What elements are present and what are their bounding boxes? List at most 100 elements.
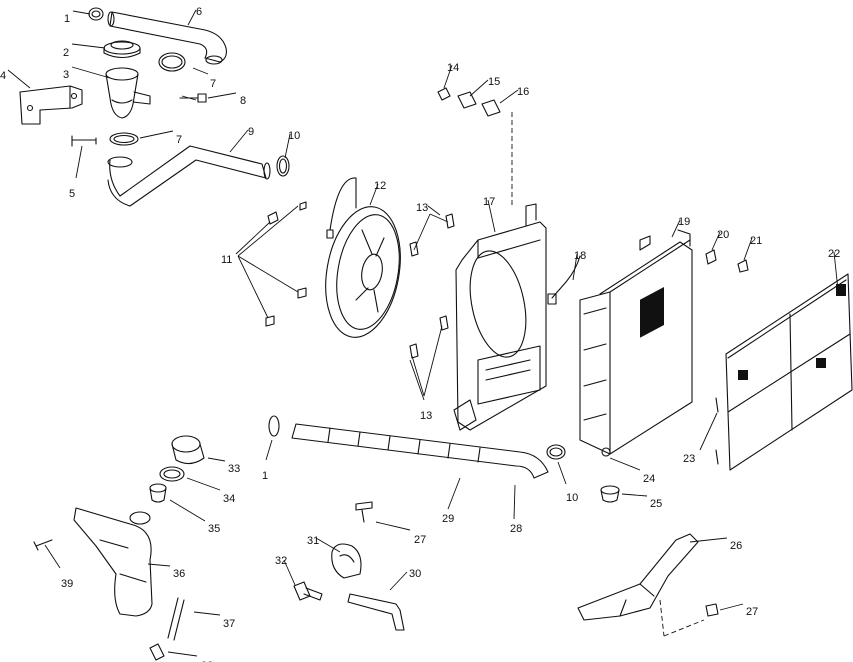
callout-number: 17 xyxy=(483,196,495,208)
reservoir-cap-33 xyxy=(171,435,205,465)
fan-nuts-13 xyxy=(409,213,455,397)
cooling-fan-12 xyxy=(325,177,401,338)
callout-leader-4 xyxy=(7,69,31,89)
callout-leader-24 xyxy=(699,412,718,451)
callout-leader-28 xyxy=(609,457,641,471)
callout-number: 36 xyxy=(173,568,185,580)
callout-leader-32 xyxy=(621,493,648,497)
hose-clamp-10-lower xyxy=(546,444,566,460)
screen-clips-23 xyxy=(715,397,719,465)
callout-leader-21 xyxy=(572,253,578,281)
callout-number: 1 xyxy=(64,13,70,25)
screw-27-right xyxy=(663,603,719,637)
callout-leader-19 xyxy=(743,237,753,261)
fan-shroud-17 xyxy=(453,203,547,431)
mounting-bracket-4 xyxy=(19,85,83,125)
hose-clamp-10-upper xyxy=(276,155,290,177)
support-bracket-26 xyxy=(577,533,699,637)
screw-39 xyxy=(33,539,53,551)
tube-clamp-38 xyxy=(149,643,165,661)
grommet-25 xyxy=(600,485,620,503)
callout-leader-8 xyxy=(229,129,249,153)
screw-5 xyxy=(71,135,97,147)
callout-leader-13 xyxy=(499,89,519,104)
callout-leader-23 xyxy=(409,359,425,401)
callout-leader-36 xyxy=(689,537,728,543)
callout-leader-11 xyxy=(443,64,453,89)
callout-number: 16 xyxy=(517,86,529,98)
callout-number: 2 xyxy=(63,47,69,59)
lower-radiator-hose-29 xyxy=(291,423,549,479)
callout-leader-22 xyxy=(235,221,271,255)
callout-number: 20 xyxy=(717,229,729,241)
callout-number: 32 xyxy=(275,555,287,567)
callout-number: 7 xyxy=(176,134,182,146)
screw-27-center xyxy=(355,501,373,523)
callout-number: 10 xyxy=(288,130,300,142)
callout-leader-39 xyxy=(389,571,408,591)
callout-number: 15 xyxy=(488,76,500,88)
callout-leader-3 xyxy=(192,67,209,75)
hose-clamp-1-lower xyxy=(268,415,280,437)
callout-number: 30 xyxy=(409,568,421,580)
callout-number: 6 xyxy=(196,6,202,18)
switch-assembly-14-16 xyxy=(437,87,513,205)
hose-clamp-7-upper xyxy=(158,52,186,72)
callout-number: 31 xyxy=(307,535,319,547)
callout-number: 21 xyxy=(750,235,762,247)
callout-leader-6 xyxy=(207,92,237,99)
screw-8 xyxy=(179,93,207,103)
radiator-cap xyxy=(103,40,141,59)
callout-number: 13 xyxy=(420,410,432,422)
callout-leader-33 xyxy=(169,499,206,522)
callout-leader-29 xyxy=(186,477,221,491)
radiator-fasteners-20-21 xyxy=(705,249,749,273)
callout-leader-7 xyxy=(139,130,174,139)
callout-leader-31 xyxy=(513,484,516,520)
callout-leader-43 xyxy=(167,651,198,657)
fan-wire-connector-18 xyxy=(547,255,581,305)
callout-number: 13 xyxy=(416,202,428,214)
callout-leader-25 xyxy=(265,439,273,461)
callout-leader-10 xyxy=(75,145,83,179)
callout-number: 14 xyxy=(447,62,459,74)
callout-leader-34 xyxy=(375,521,411,531)
callout-number: 33 xyxy=(228,463,240,475)
callout-number: 38 xyxy=(201,660,213,662)
callout-number: 7 xyxy=(210,78,216,90)
callout-number: 1 xyxy=(262,470,268,482)
neck-35 xyxy=(149,483,167,503)
strap-clamp-31 xyxy=(331,543,362,579)
hose-clamp-1-top xyxy=(88,7,104,21)
callout-number: 37 xyxy=(223,618,235,630)
callout-leader-27 xyxy=(557,461,567,485)
callout-number: 11 xyxy=(221,254,232,266)
callout-leader-2 xyxy=(71,43,106,49)
bracket-30 xyxy=(347,593,405,631)
callout-leader-35 xyxy=(315,537,341,553)
hose-clamp-7-lower xyxy=(109,132,139,146)
callout-leader-20 xyxy=(833,251,839,291)
radiator-19 xyxy=(579,229,693,457)
callout-leader-16 xyxy=(487,199,496,233)
callout-number: 28 xyxy=(510,523,522,535)
callout-number: 26 xyxy=(730,540,742,552)
callout-leader-12 xyxy=(469,79,489,97)
callout-number: 29 xyxy=(442,513,454,525)
callout-number: 8 xyxy=(240,95,246,107)
fan-screws-11 xyxy=(237,201,307,327)
callout-number: 27 xyxy=(414,534,426,546)
callout-number: 4 xyxy=(0,70,6,82)
callout-leader-42 xyxy=(719,603,744,611)
overflow-tube-37 xyxy=(167,597,185,641)
callout-leader-41 xyxy=(193,611,221,616)
callout-number: 24 xyxy=(643,473,655,485)
callout-number: 39 xyxy=(61,578,73,590)
callout-number: 23 xyxy=(683,453,695,465)
callout-number: 10 xyxy=(566,492,578,504)
callout-leader-9 xyxy=(284,133,291,159)
lower-hose-9 xyxy=(107,145,271,207)
